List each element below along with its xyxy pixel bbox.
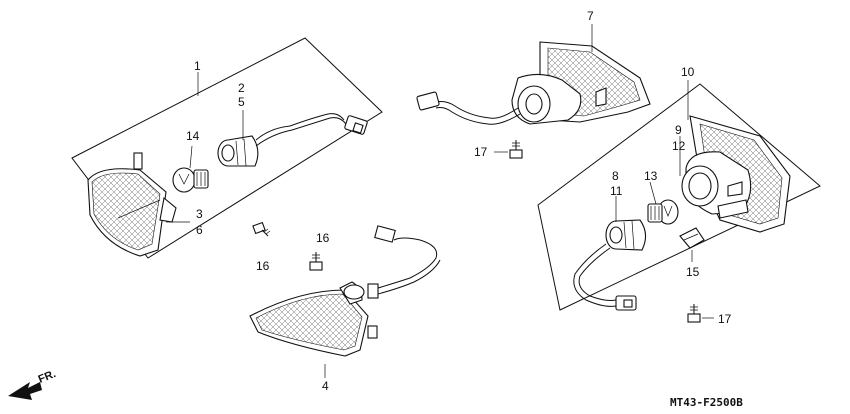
callout-11: 11 <box>610 184 623 198</box>
callout-3: 3 <box>196 207 203 221</box>
right-assembly-frame <box>537 83 821 311</box>
callout-8: 8 <box>612 169 619 183</box>
clip-15 <box>679 227 705 262</box>
callout-2: 2 <box>238 81 245 95</box>
callout-16-mid: 16 <box>316 231 330 245</box>
callout-6: 6 <box>196 223 203 237</box>
right-wire-harness <box>573 243 637 311</box>
callout-14: 14 <box>186 129 200 143</box>
screw-16-left <box>252 221 271 237</box>
callout-7: 7 <box>587 9 594 23</box>
callout-16-left: 16 <box>256 259 270 273</box>
callout-12: 12 <box>672 139 686 153</box>
left-front-lens <box>87 152 177 257</box>
callout-4: 4 <box>322 379 329 393</box>
right-lens-housing <box>681 115 791 233</box>
callout-15: 15 <box>686 265 700 279</box>
bulb-14 <box>172 167 209 193</box>
callout-5: 5 <box>238 95 245 109</box>
callout-17-top: 17 <box>474 145 488 159</box>
callout-9: 9 <box>675 123 682 137</box>
rear-turn-signal-top <box>416 24 651 125</box>
screw-17-top <box>494 140 523 159</box>
direction-label: FR. <box>37 368 58 386</box>
callout-10: 10 <box>681 65 695 79</box>
diagram-code: MT43-F2500B <box>670 396 743 409</box>
socket-8-11 <box>605 219 647 251</box>
callout-17-bottom: 17 <box>718 312 732 326</box>
bulb-13 <box>647 199 679 225</box>
front-direction-arrow: FR. <box>8 368 58 400</box>
socket-2-5 <box>217 135 259 167</box>
callout-1: 1 <box>194 59 201 73</box>
left-wire-harness <box>255 113 368 147</box>
screw-17-bottom <box>687 304 714 323</box>
front-lower-turn-signal <box>249 225 441 357</box>
callout-13: 13 <box>644 169 658 183</box>
screw-16-mid <box>309 252 323 271</box>
